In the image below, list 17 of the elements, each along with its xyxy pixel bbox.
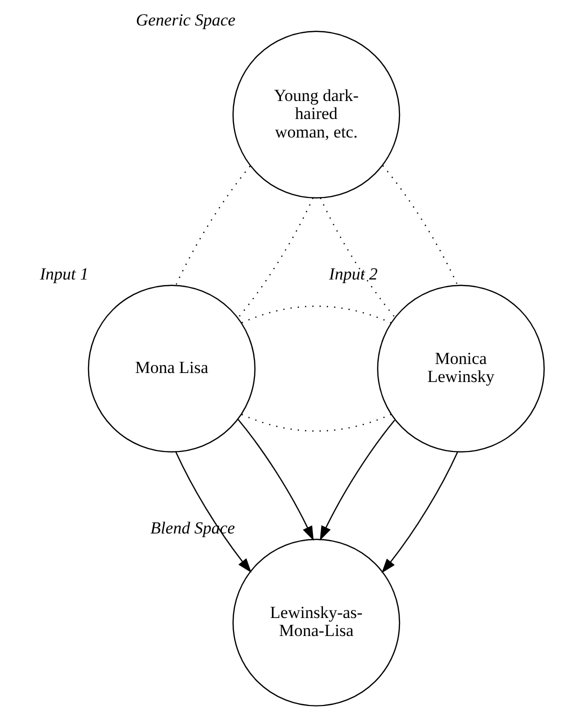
connector <box>320 198 396 318</box>
connector <box>238 198 314 318</box>
node-label: Input 1 <box>40 264 88 284</box>
connector <box>175 166 251 286</box>
arrow <box>320 420 396 541</box>
connector <box>242 306 392 324</box>
arrow <box>382 452 458 574</box>
connector <box>382 165 458 286</box>
arrow <box>175 452 252 573</box>
node-circle: Lewinsky-as-Mona-Lisa <box>232 538 400 706</box>
node-circle: Mona Lisa <box>88 284 256 452</box>
node-label: Generic Space <box>136 10 236 30</box>
arrow <box>238 419 314 541</box>
node-circle: Young dark-haired woman, etc. <box>232 30 400 198</box>
node-circle: Monica Lewinsky <box>377 284 545 452</box>
node-label: Input 2 <box>329 264 378 284</box>
connector <box>242 414 392 432</box>
